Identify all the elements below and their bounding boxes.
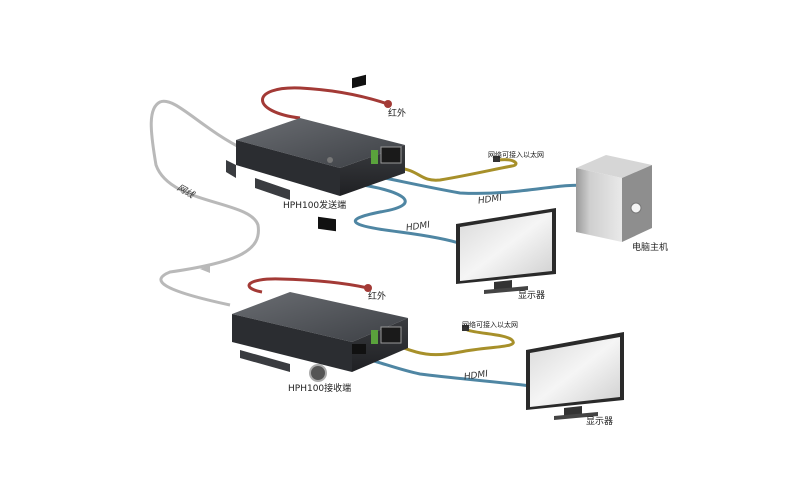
transmitter-device: [226, 74, 405, 232]
ir-probe-top: [384, 100, 392, 108]
ethernet-cable-bottom: [384, 328, 515, 357]
network-cable-arrow: [200, 265, 210, 273]
ir-cable-bottom: [247, 277, 369, 294]
ethernet-plug-top: [493, 156, 500, 162]
ir-label-top: 红外: [388, 109, 407, 119]
hdmi-cable-monitor2: [355, 354, 531, 388]
ethernet-label-top: 网络可接入以太网: [488, 151, 544, 159]
pc-tower: [576, 155, 652, 242]
network-cable: [149, 99, 260, 307]
ethernet-label-bottom: 网络可接入以太网: [462, 321, 518, 329]
transmitter-label: HPH100发送端: [283, 201, 347, 211]
ir-cable-top: [261, 86, 389, 120]
hdmi-cable-monitor1: [339, 180, 463, 246]
monitor2-label: 显示器: [586, 417, 614, 427]
monitor-1: [456, 208, 556, 294]
receiver-label: HPH100接收端: [288, 384, 352, 394]
ir-probe-bottom: [364, 284, 372, 292]
monitor-2: [526, 332, 624, 420]
receiver-device: [232, 292, 408, 382]
ethernet-plug-bottom: [462, 325, 469, 331]
pc-label: 电脑主机: [632, 243, 669, 253]
ir-label-bottom: 红外: [368, 292, 387, 302]
ethernet-cable-top: [397, 158, 518, 182]
monitor1-label: 显示器: [518, 291, 546, 301]
